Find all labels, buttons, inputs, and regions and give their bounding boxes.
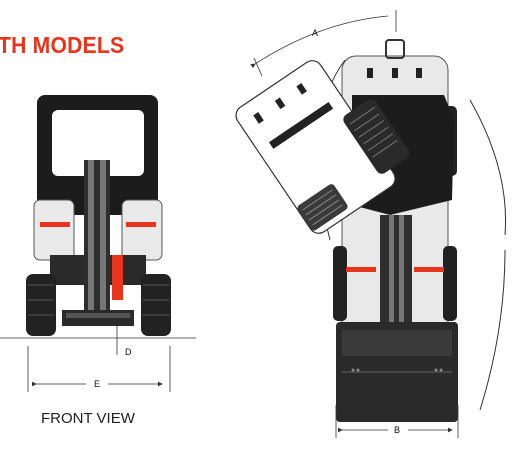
top-dimension-lines [250, 10, 459, 438]
front-dimension-lines [0, 326, 196, 392]
dimension-e-label: E [94, 379, 100, 389]
top-view-drawing [235, 39, 507, 422]
dimension-b-label: B [394, 425, 400, 435]
front-view-caption: FRONT VIEW [41, 410, 135, 427]
front-view-drawing [26, 95, 171, 336]
models-heading: TH MODELS [0, 32, 125, 58]
dimension-d-label: D [125, 347, 132, 357]
dimension-a-label: A [312, 28, 318, 38]
